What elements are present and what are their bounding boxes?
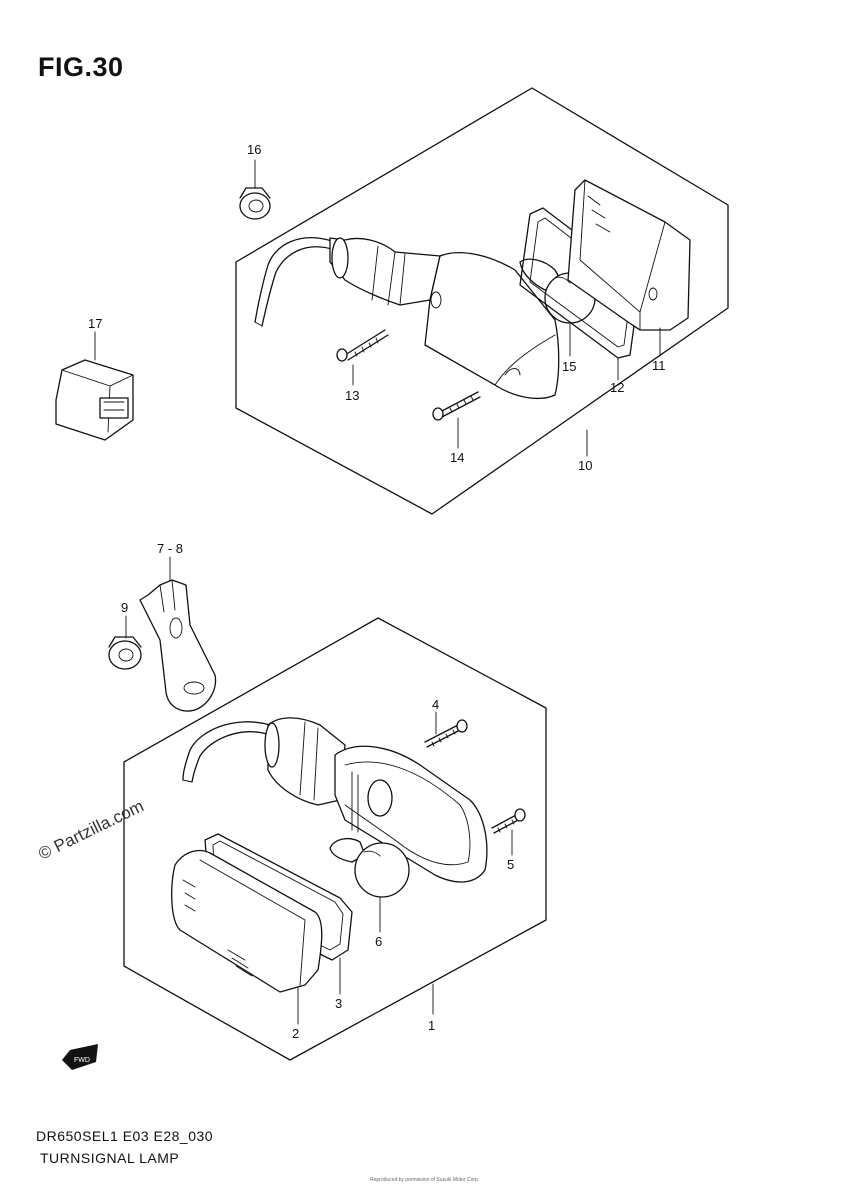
nut-16-icon <box>239 187 271 220</box>
model-code: DR650SEL1 E03 E28_030 <box>36 1128 214 1144</box>
callout-1: 1 <box>428 1018 435 1033</box>
lens-11-icon <box>567 179 691 331</box>
callout-2: 2 <box>292 1026 299 1041</box>
fine-print: Reproduced by permission of Suzuki Motor… <box>370 1177 479 1183</box>
callout-3: 3 <box>335 996 342 1011</box>
assembly-10: 16 13 14 15 12 11 10 <box>235 87 729 515</box>
callout-7-8: 7 - 8 <box>157 541 183 556</box>
gasket-12-icon <box>519 207 641 359</box>
callout-9: 9 <box>121 600 128 615</box>
bracket-7-8-icon <box>139 579 217 712</box>
watermark: © Partzilla.com <box>35 796 146 863</box>
callout-4: 4 <box>432 697 439 712</box>
callout-10: 10 <box>578 458 592 473</box>
callout-17: 17 <box>88 316 102 331</box>
callout-12: 12 <box>610 380 624 395</box>
bulb-6-icon <box>329 837 410 898</box>
callout-6: 6 <box>375 934 382 949</box>
nut-9-icon <box>108 636 142 670</box>
assembly-10-outline <box>235 87 729 515</box>
figure-title: FIG.30 <box>38 52 124 82</box>
assembly-1-outline <box>123 617 547 1061</box>
callout-11: 11 <box>652 358 666 373</box>
lens-2-icon <box>171 849 323 993</box>
fwd-badge-label: FWD <box>74 1057 90 1064</box>
fwd-arrow-icon: FWD <box>62 1044 98 1070</box>
callout-16: 16 <box>247 142 261 157</box>
callout-14: 14 <box>450 450 464 465</box>
screw-13-icon <box>336 329 389 362</box>
assembly-1: 4 5 6 3 2 <box>123 617 547 1061</box>
connector-17-icon <box>55 359 134 441</box>
callout-5: 5 <box>507 857 514 872</box>
callout-15: 15 <box>562 359 576 374</box>
callout-13: 13 <box>345 388 359 403</box>
screw-4-icon <box>424 719 468 748</box>
diagram-caption: TURNSIGNAL LAMP <box>40 1150 180 1166</box>
screw-14-icon <box>432 391 481 421</box>
screw-5-icon <box>491 808 526 834</box>
